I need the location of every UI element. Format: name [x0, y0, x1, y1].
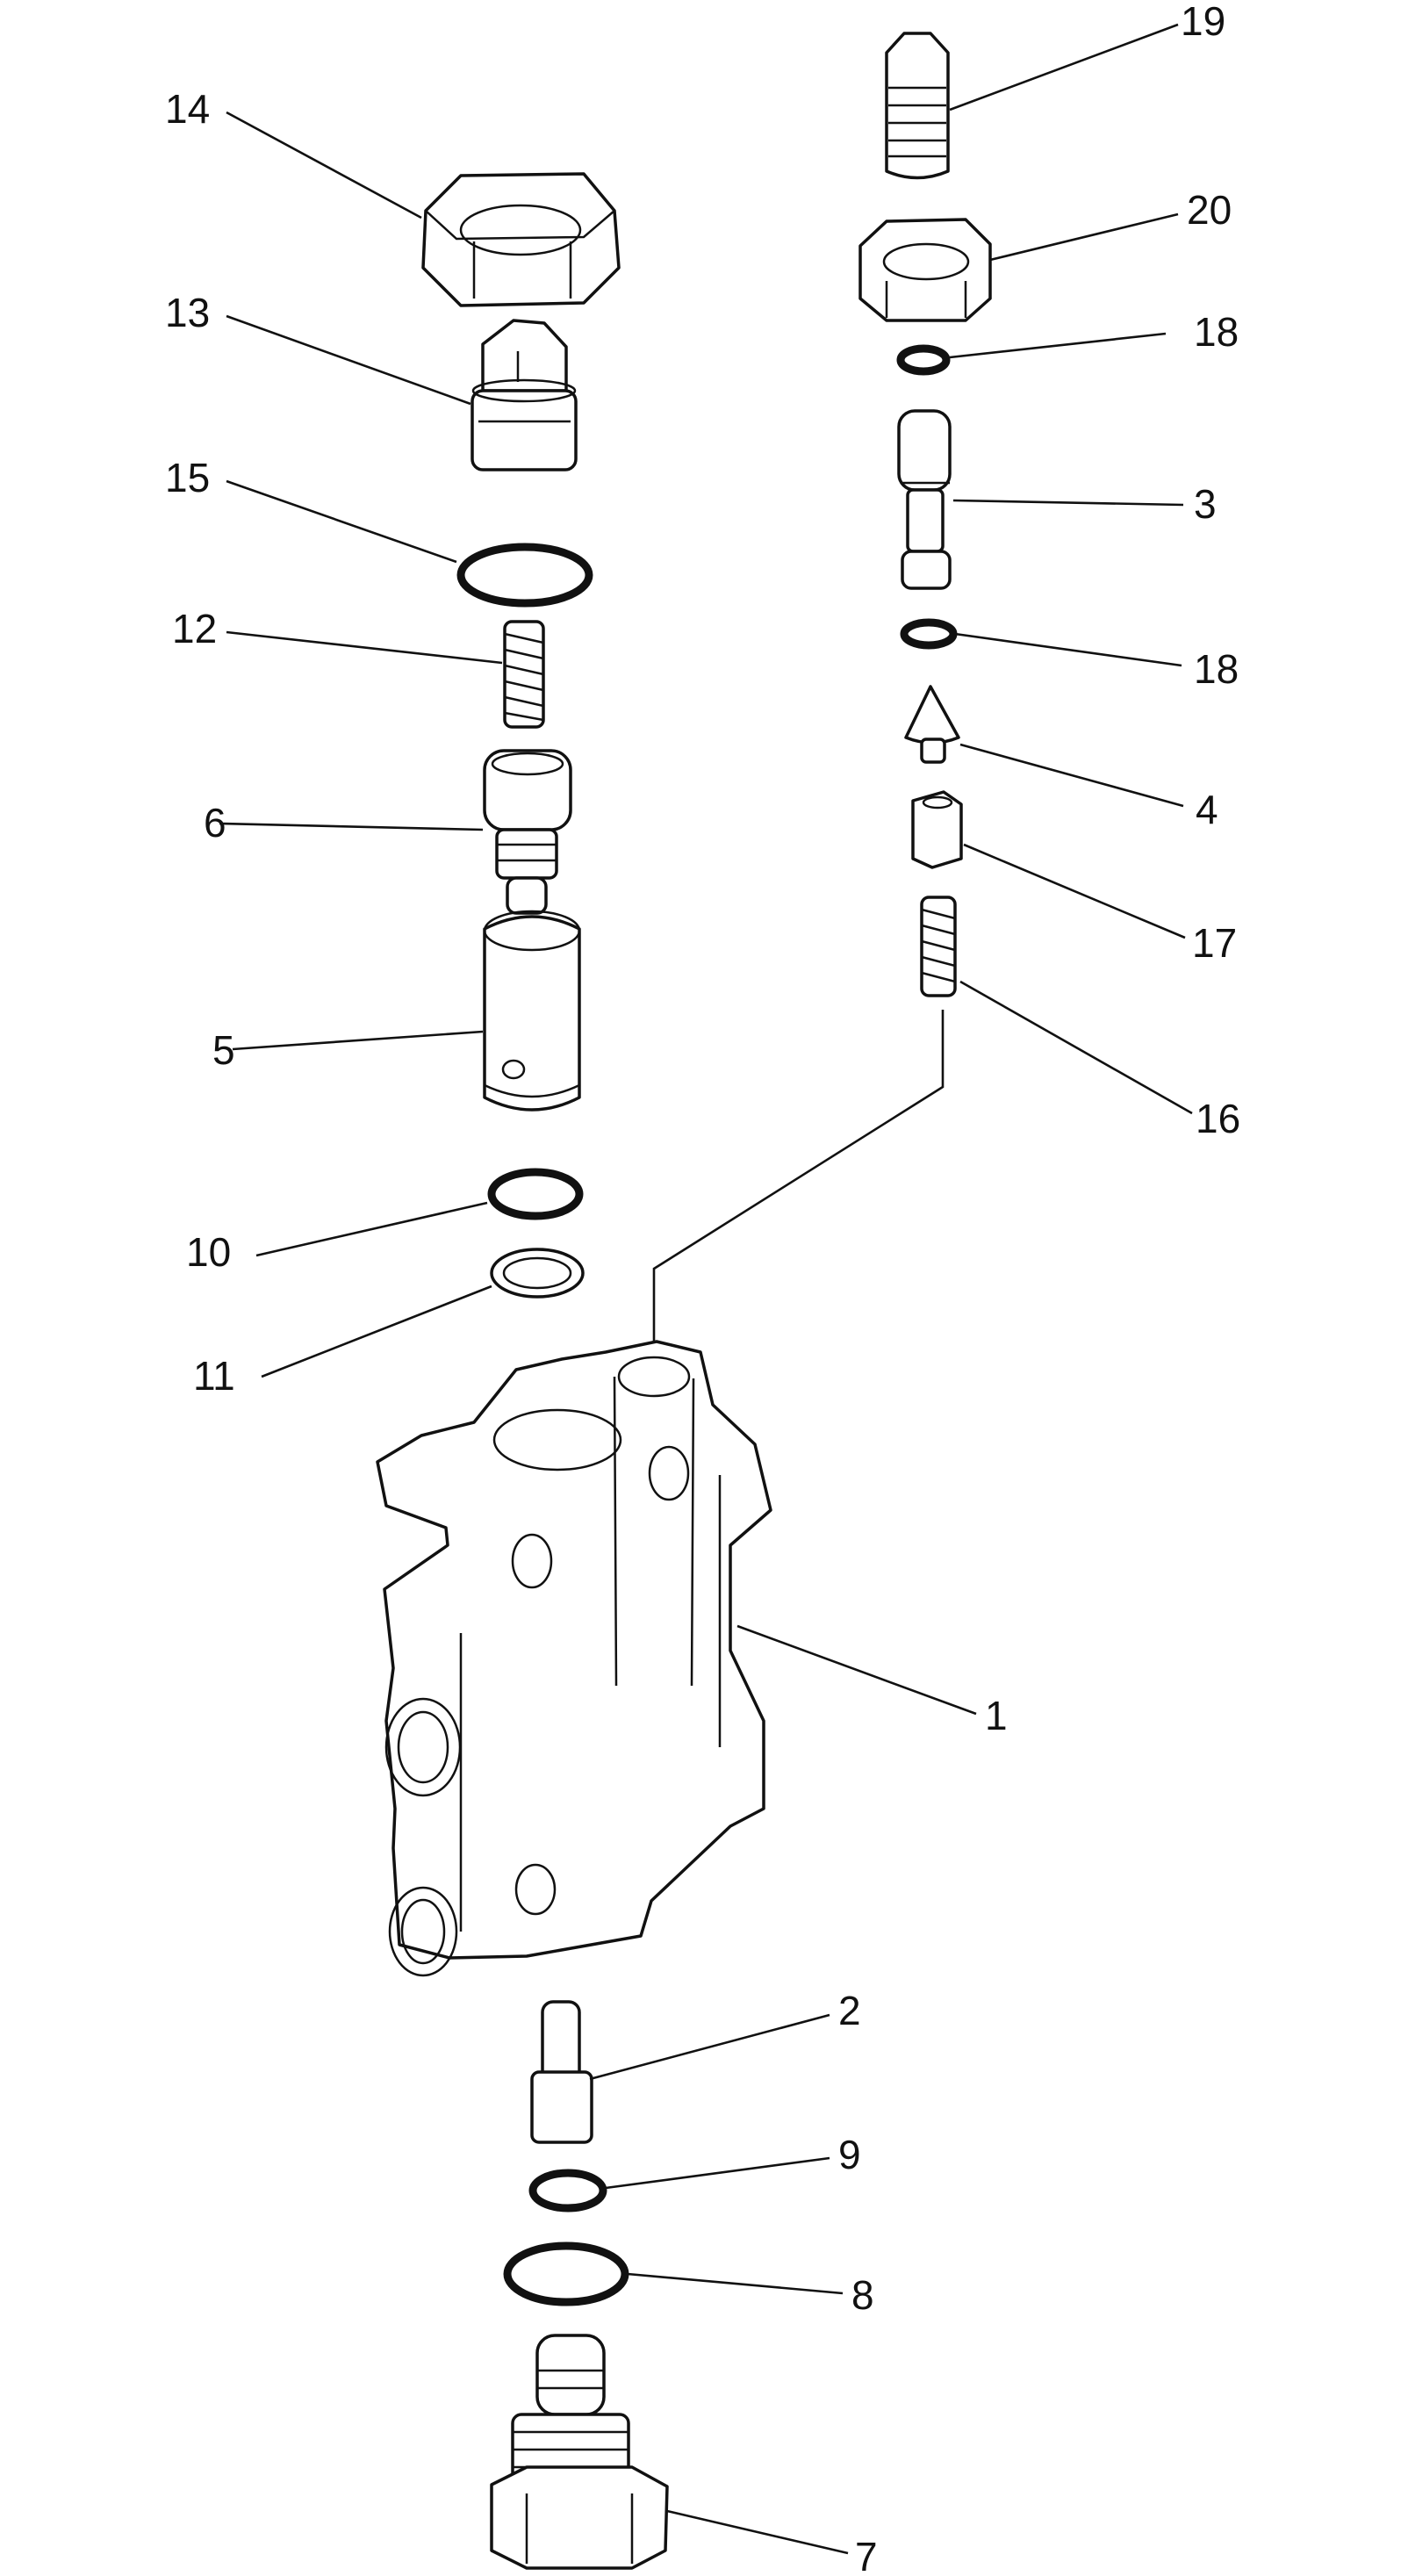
callout-11: 11: [193, 1353, 235, 1399]
callout-18a: 18: [1194, 309, 1239, 355]
part-13-plug: [471, 319, 578, 471]
callout-16: 16: [1196, 1096, 1240, 1141]
part-18-o-ring-lower: [900, 618, 958, 650]
part-16-spring: [920, 896, 957, 997]
callout-8: 8: [851, 2272, 874, 2318]
assembly-guide-line: [652, 1010, 945, 1352]
part-8-o-ring: [503, 2241, 629, 2306]
part-3-valve-seat: [897, 409, 952, 590]
callout-2: 2: [838, 1988, 861, 2033]
part-20-lock-nut: [858, 218, 992, 322]
callout-1: 1: [985, 1693, 1008, 1738]
callout-10: 10: [186, 1229, 231, 1275]
part-11-backup-ring: [490, 1248, 585, 1299]
callout-12: 12: [172, 606, 217, 651]
part-14-nut: [421, 172, 621, 307]
part-6-piston: [483, 749, 572, 915]
part-5-sleeve: [483, 910, 581, 1112]
leader-lines: [219, 23, 1193, 2555]
callout-9: 9: [838, 2132, 861, 2177]
callout-6: 6: [204, 800, 226, 845]
callout-5: 5: [212, 1027, 235, 1073]
callout-18b: 18: [1194, 646, 1239, 692]
callout-14: 14: [165, 86, 210, 132]
callout-7: 7: [855, 2534, 878, 2576]
callout-19: 19: [1181, 0, 1225, 44]
callout-numbers: 14 13 15 12 6 5 10 11 19 20 18 3 18 4 17…: [165, 0, 1240, 2576]
part-7-plug: [490, 2334, 669, 2570]
part-12-spring: [503, 620, 545, 729]
callout-3: 3: [1194, 481, 1217, 527]
part-17-spring-seat: [911, 790, 963, 869]
part-1-valve-body: [376, 1340, 772, 1977]
callout-20: 20: [1187, 187, 1232, 233]
part-18-o-ring-upper: [896, 344, 951, 376]
callout-13: 13: [165, 290, 210, 335]
part-9-o-ring: [528, 2169, 607, 2213]
part-19-adjust-screw: [885, 32, 950, 180]
callout-17: 17: [1192, 920, 1237, 966]
callout-4: 4: [1196, 787, 1218, 832]
callout-15: 15: [165, 455, 210, 500]
part-2-pin: [530, 2000, 593, 2144]
part-10-o-ring: [487, 1168, 584, 1220]
part-15-o-ring: [456, 543, 593, 608]
part-4-poppet: [904, 685, 960, 764]
